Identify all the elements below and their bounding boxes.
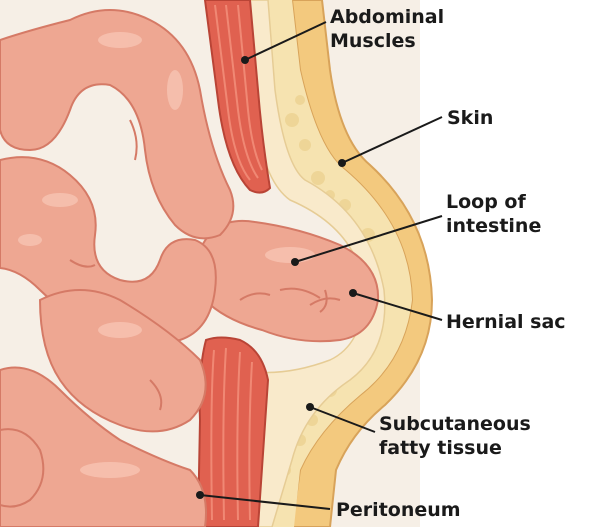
intestine-folds: [69, 119, 341, 411]
label-abdominal-muscles: Abdominal Muscles: [330, 5, 444, 53]
label-hernial-sac-text: Hernial sac: [446, 311, 566, 333]
label-loop-of-intestine-line2: intestine: [446, 215, 542, 237]
leader-skin: [341, 116, 443, 164]
leader-subcutaneous-fatty-tissue: [309, 406, 376, 433]
leader-abdominal-muscles: [244, 21, 327, 61]
leader-loop-of-intestine: [294, 215, 443, 263]
muscle-fibers-upper: [214, 4, 263, 181]
label-subcutaneous-fatty-tissue-line2: fatty tissue: [379, 437, 502, 459]
leader-lines: [199, 21, 443, 510]
label-loop-of-intestine: Loop of intestine: [446, 190, 541, 238]
label-skin-text: Skin: [447, 107, 494, 129]
leader-hernial-sac: [352, 292, 443, 321]
label-subcutaneous-fatty-tissue: Subcutaneous fatty tissue: [379, 412, 531, 460]
anchor-dots: [196, 56, 357, 499]
label-abdominal-muscles-line1: Abdominal: [330, 6, 445, 28]
label-peritoneum: Peritoneum: [336, 498, 461, 522]
intestine-highlights: [18, 32, 315, 478]
label-skin: Skin: [447, 106, 493, 130]
label-abdominal-muscles-line2: Muscles: [330, 30, 416, 52]
label-loop-of-intestine-line1: Loop of: [446, 191, 526, 213]
label-subcutaneous-fatty-tissue-line1: Subcutaneous: [379, 413, 531, 435]
leader-peritoneum: [199, 494, 331, 510]
label-peritoneum-text: Peritoneum: [336, 499, 461, 521]
label-hernial-sac: Hernial sac: [446, 310, 566, 334]
fat-layer: [268, 0, 412, 527]
